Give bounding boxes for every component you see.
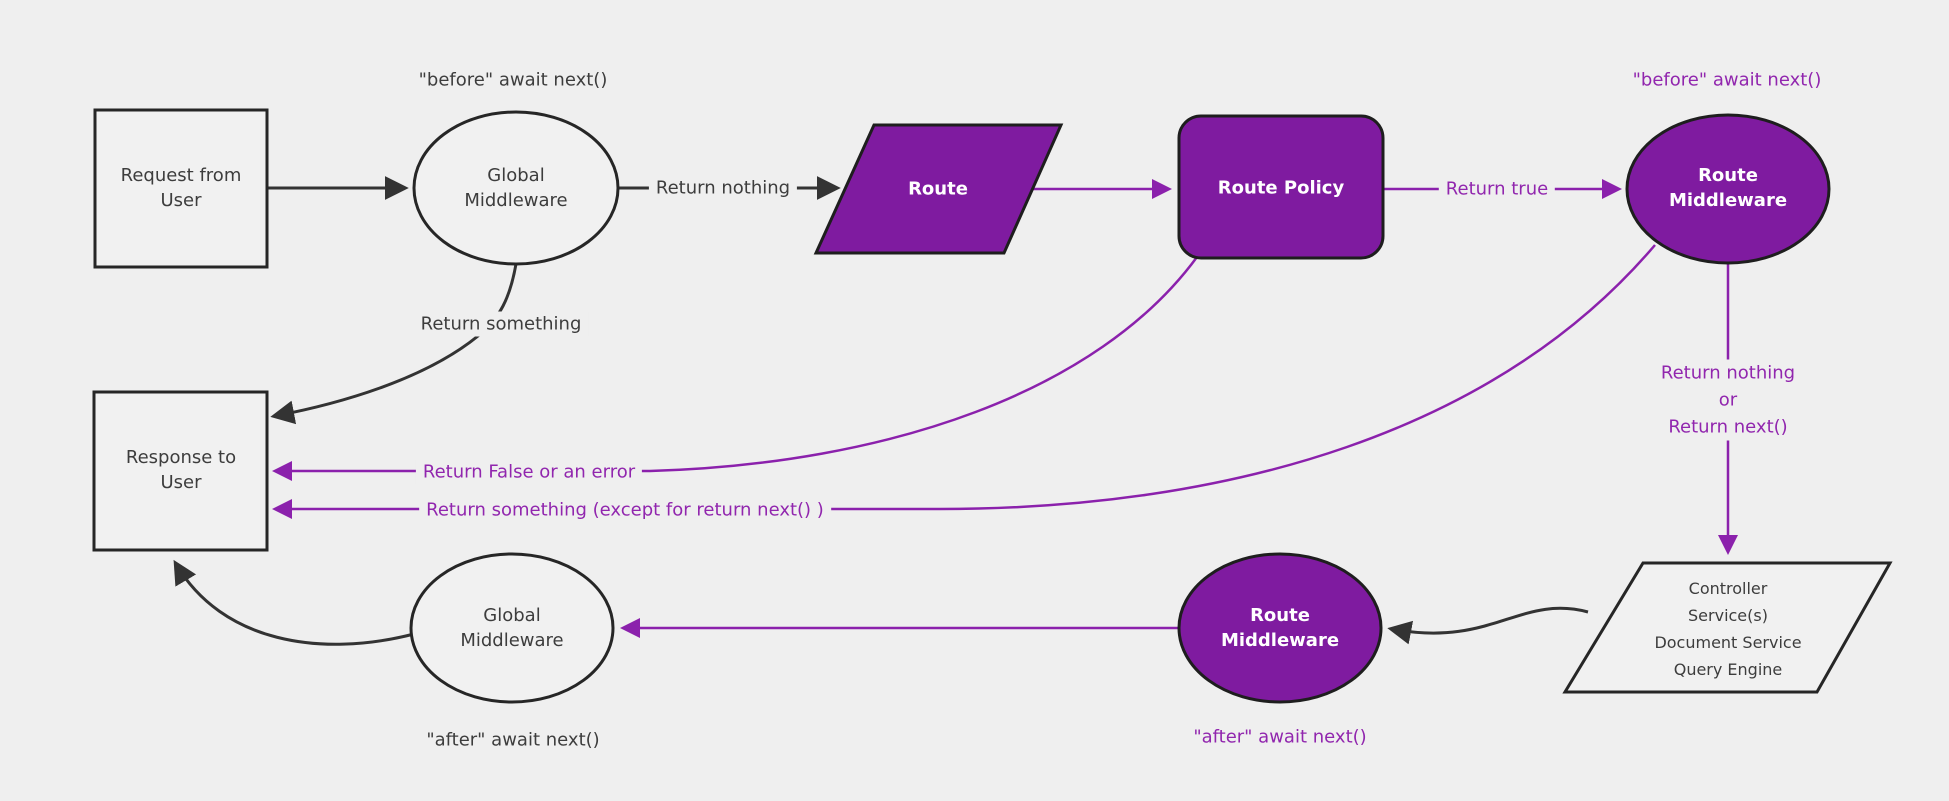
route-node-label: Route	[908, 178, 968, 200]
return-something-except-label: Return something (except for return next…	[419, 497, 831, 523]
edge-controller-to-route-middleware-bottom	[1387, 606, 1589, 645]
edge-return-something-except	[272, 244, 1656, 519]
route-policy-node-shape	[1177, 114, 1385, 260]
route-policy-node-label: Route Policy	[1217, 177, 1345, 199]
route-middleware-top-label: Route Middleware	[1668, 165, 1788, 211]
before-await-next-global-label: "before" await next()	[418, 69, 608, 91]
controller-node-label: Controller Service(s) Document Service Q…	[1654, 579, 1802, 679]
edge-return-something	[270, 263, 518, 425]
global-middleware-bottom-label: Global Middleware	[460, 605, 564, 651]
response-node-label: Response to User	[125, 447, 237, 493]
route-node-shape	[813, 123, 1064, 255]
after-await-next-global-label: "after" await next()	[426, 729, 600, 751]
edge-global-middleware-bottom-to-response	[173, 559, 415, 646]
return-nothing-or-next-label: Return nothing or Return next()	[1653, 359, 1803, 441]
route-middleware-top-shape	[1625, 113, 1831, 265]
return-nothing-label: Return nothing	[648, 175, 798, 201]
global-middleware-top-shape	[412, 110, 620, 266]
return-true-label: Return true	[1438, 176, 1556, 202]
controller-node-shape	[1562, 561, 1893, 694]
route-middleware-bottom-label: Route Middleware	[1220, 605, 1340, 651]
before-await-next-route-label: "before" await next()	[1632, 69, 1822, 91]
global-middleware-top-label: Global Middleware	[464, 165, 568, 211]
request-node-shape	[93, 108, 269, 269]
response-node-shape	[92, 390, 269, 552]
global-middleware-bottom-shape	[409, 552, 615, 704]
return-something-label: Return something	[413, 311, 589, 337]
route-middleware-bottom-shape	[1177, 552, 1383, 704]
edge-return-false-or-error	[272, 256, 1199, 481]
after-await-next-route-label: "after" await next()	[1193, 726, 1367, 748]
request-node-label: Request from User	[120, 165, 242, 211]
return-false-or-error-label: Return False or an error	[415, 459, 643, 485]
